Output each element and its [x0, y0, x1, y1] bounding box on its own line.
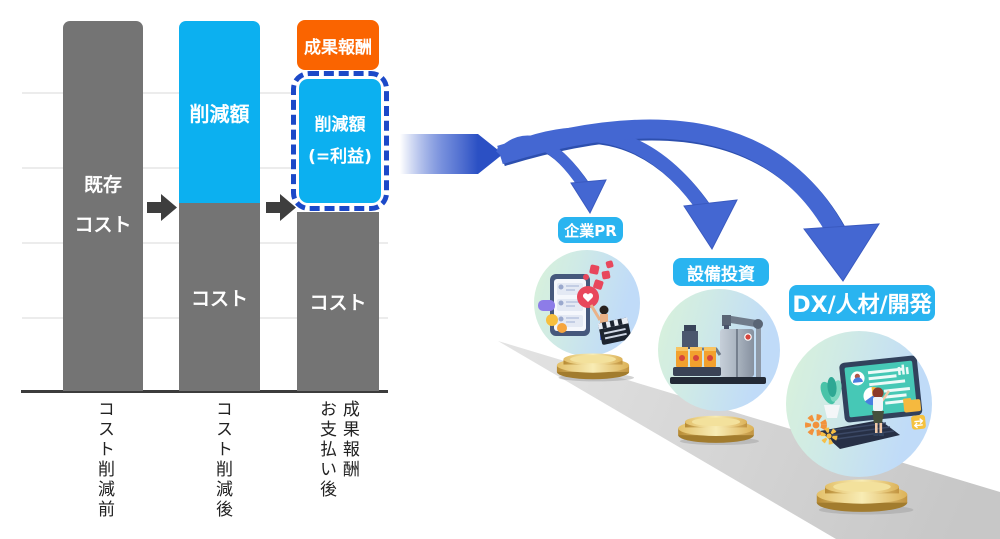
pr-illustration-circle [534, 250, 640, 356]
gold-coin-icon [678, 415, 759, 446]
right-arrow-icon [147, 194, 177, 221]
pill-dx-hr-development: DX/人材/開発 [789, 285, 935, 321]
gold-coin-icon [816, 479, 914, 515]
factory-equipment-illustration [670, 315, 766, 384]
axis-label-before: コスト削減前 [93, 400, 114, 520]
bar-profit-segment: 削減額 (=利益) [299, 79, 381, 203]
gold-coin-icon [556, 353, 634, 382]
dx-hr-development-illustration [805, 355, 926, 449]
bar-saving-segment: 削減額 [179, 21, 260, 203]
axis-label-paid: 成果報酬 お支払い後 [315, 400, 359, 500]
social-media-pr-illustration [538, 260, 632, 345]
pill-equipment-investment: 設備投資 [673, 258, 769, 286]
right-arrow-icon [266, 194, 296, 221]
equipment-illustration-circle [658, 289, 780, 411]
x-axis-line [21, 390, 388, 393]
axis-label-after: コスト削減後 [211, 400, 232, 520]
profit-dashed-box: 削減額 (=利益) [291, 71, 389, 211]
bar-fee-segment: 成果報酬 [297, 20, 379, 70]
pill-corporate-pr: 企業PR [558, 217, 623, 243]
curved-down-arrow-icon [496, 119, 848, 242]
bar-cost-segment: コスト [179, 203, 260, 391]
arrowhead-icon [570, 179, 880, 282]
dx-illustration-circle [786, 331, 932, 477]
bar-existing-cost: 既存 コスト [63, 21, 143, 391]
bar-cost-segment: コスト [297, 212, 379, 391]
beam-arrow-icon [400, 134, 503, 174]
